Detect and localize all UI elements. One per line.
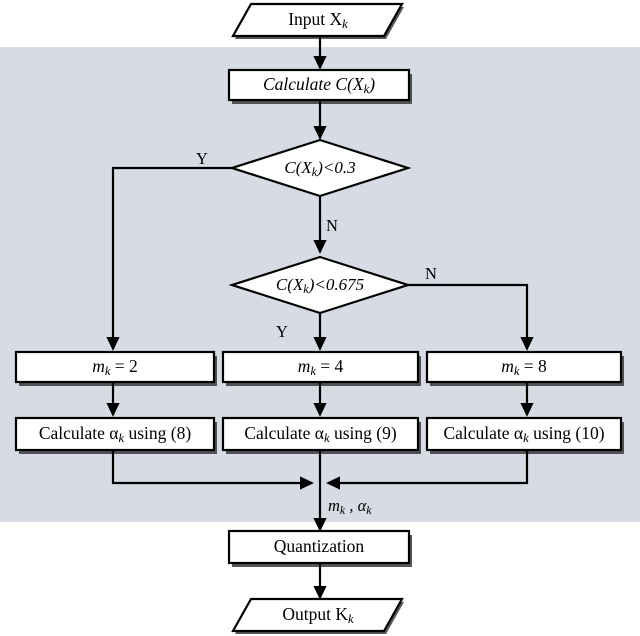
node-quantization-shape <box>227 529 411 565</box>
edge-decision1-yes <box>106 166 232 351</box>
edge-label-decision1-no: N <box>326 216 338 235</box>
node-m-left-shape <box>14 350 216 384</box>
node-m-mid-shape <box>221 350 420 384</box>
node-output-shape <box>231 597 404 633</box>
node-decision1-shape <box>228 138 412 198</box>
edge-label-decision2-no: N <box>425 264 437 283</box>
edge-label-decision2-yes: Y <box>276 322 288 341</box>
node-input-shape <box>231 2 404 38</box>
edge-label-merge-outputs: mk , αk <box>328 496 372 517</box>
node-alpha-mid-shape <box>221 416 420 452</box>
node-alpha-left-shape <box>14 416 216 452</box>
edge-label-decision1-yes: Y <box>196 149 208 168</box>
edge-decision2-no <box>408 283 534 351</box>
node-m-right-shape <box>425 350 623 384</box>
node-calc-c-shape <box>227 68 411 102</box>
node-alpha-right-shape <box>425 416 623 452</box>
node-decision2-shape <box>228 255 412 315</box>
edge-merge-left <box>111 451 314 490</box>
edge-merge-right <box>326 451 529 490</box>
